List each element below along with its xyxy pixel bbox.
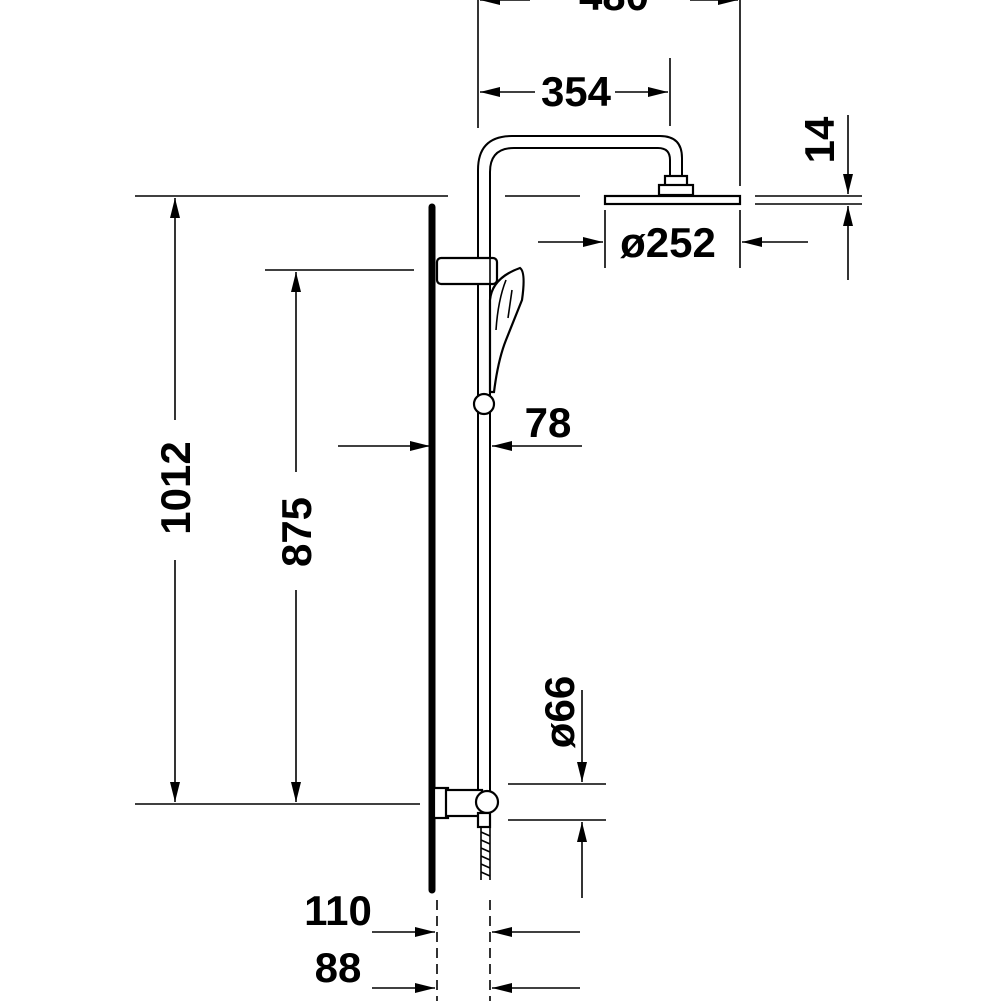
dim-wall-projection-outer-label: 110 (304, 887, 372, 934)
shower-head (603, 194, 742, 206)
hand-shower (488, 266, 525, 394)
dim-head-diameter-label: ø252 (620, 219, 716, 266)
dimension-arrows (170, 0, 853, 993)
dim-connector-diameter-label: ø66 (536, 676, 583, 748)
upper-knob (472, 392, 496, 416)
riser-pipe (477, 135, 683, 800)
dim-wall-projection-inner-label: 88 (315, 944, 362, 991)
dim-rail-height-label: 875 (273, 497, 320, 567)
dim-overall-width-label: 480 (579, 0, 649, 19)
dim-rail-offset-label: 78 (525, 399, 572, 446)
extension-lines (135, 0, 862, 1001)
hose (480, 827, 491, 880)
mixer-connector (432, 786, 500, 829)
dim-head-thickness-label: 14 (796, 116, 843, 163)
slide-bracket (435, 256, 499, 286)
head-connector (657, 174, 695, 197)
dim-overall-height-label: 1012 (152, 441, 199, 534)
dim-arm-reach-label: 354 (541, 68, 612, 115)
